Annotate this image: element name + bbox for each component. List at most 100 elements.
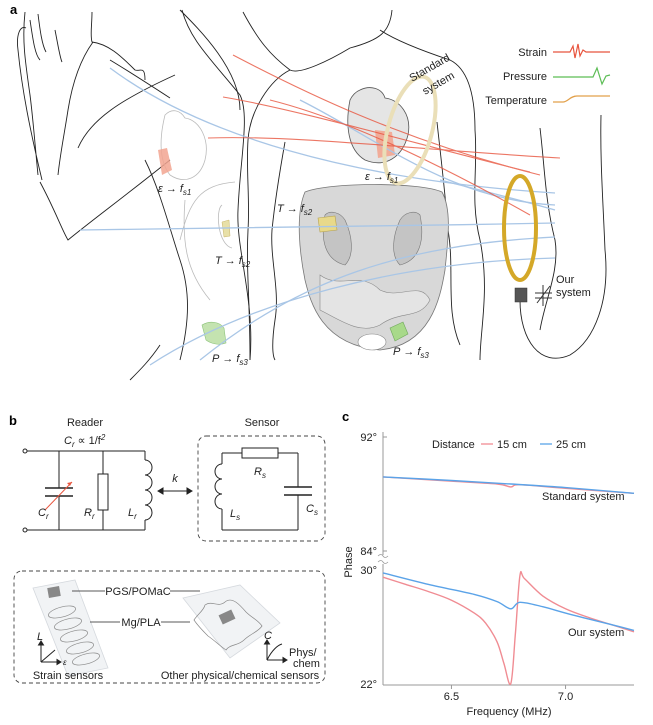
mapping-side-strain: ε→fs1 [158, 183, 191, 197]
strain-sensor-device [32, 579, 109, 677]
x-axis-label: Frequency (MHz) [467, 706, 552, 718]
svg-text:ε→fs1: ε→fs1 [158, 183, 191, 197]
series-25cm-standard-system-line [382, 476, 635, 494]
x-ticks: 6.5 7.0 [444, 685, 573, 703]
panel-letter-a: a [10, 2, 18, 17]
material-conductor-label: Mg/PLA [121, 617, 161, 629]
strain-axes-icon [37, 640, 62, 666]
svg-text:T→fs2: T→fs2 [215, 255, 251, 269]
svg-text:T→fs2: T→fs2 [277, 203, 313, 217]
other-sensors-caption: Other physical/chemical sensors [161, 670, 320, 682]
annotation-our-system: Our system [568, 627, 624, 639]
legend-label-25cm: 25 cm [556, 439, 586, 451]
front-body-outline [242, 9, 607, 361]
other-sensor-device [182, 584, 281, 659]
variable-capacitor-arrow-icon [44, 481, 73, 511]
sensor-circuit-box [197, 435, 326, 542]
other-axes-icon [263, 639, 288, 664]
annotation-standard-system: Standard system [542, 491, 625, 503]
legend-strain-label: Strain [518, 47, 547, 59]
panel-b: b Reader Sensor Cr ∝ 1/f2 Cr Rr Lr k [9, 413, 326, 684]
coupling-label: k [172, 473, 178, 485]
legend-pressure-label: Pressure [503, 71, 547, 83]
our-system-label-2: system [556, 287, 591, 299]
panel-letter-c: c [342, 409, 349, 424]
label-cr: Cr [38, 507, 49, 521]
intestines [319, 274, 431, 329]
legend-temperature-label: Temperature [485, 95, 547, 107]
other-axis-x-1: Phys/ [289, 647, 317, 659]
svg-text:ε→fs1: ε→fs1 [365, 171, 398, 185]
abdomen-pressure-sensor-icon [389, 321, 409, 342]
series-layer [382, 476, 635, 686]
label-ls: Ls [230, 508, 240, 522]
mapping-side-temperature: T→fs2 [215, 255, 251, 269]
svg-text:P→fs3: P→fs3 [212, 353, 248, 367]
side-heart-outline [160, 110, 236, 301]
material-callouts [72, 590, 200, 623]
signal-legend: Strain Pressure Temperature [485, 43, 611, 107]
panel-letter-b: b [9, 413, 17, 428]
side-body-outline [17, 9, 252, 381]
svg-text:P→fs3: P→fs3 [393, 346, 429, 360]
field-lines-red [207, 54, 561, 216]
pressure-waveform-icon [553, 66, 611, 86]
x-tick-label: 7.0 [558, 691, 573, 703]
y-tick-label-92: 92° [360, 432, 377, 444]
label-rs: Rs [254, 466, 266, 480]
reader-terminal-bottom [22, 527, 28, 533]
series-15cm-our-system-line [382, 570, 635, 686]
strain-sensors-caption: Strain sensors [33, 670, 104, 682]
mapping-heart-strain: ε→fs1 [365, 171, 398, 185]
legend-label-15cm: 15 cm [497, 439, 527, 451]
other-axis-y: C [264, 630, 272, 642]
label-lr: Lr [128, 507, 137, 521]
inductor-ls [214, 463, 223, 510]
tunable-capacitor-chip-icon [514, 287, 528, 303]
coupling-arrow-icon [157, 487, 193, 495]
mapping-side-pressure: P→fs3 [212, 353, 248, 367]
phase-frequency-chart: 92° 84° 30° 22° Phase 6.5 7.0 Frequency (… [343, 432, 635, 718]
reader-equation: Cr ∝ 1/f2 [64, 433, 106, 449]
sensor-devices-box [13, 570, 326, 684]
strain-axis-y: L [37, 631, 43, 643]
reader-circuit [22, 448, 153, 533]
y-tick-label-22: 22° [360, 679, 377, 691]
material-encapsulation-label: PGS/POMaC [105, 586, 170, 598]
y-axis-label: Phase [343, 546, 355, 577]
standard-system-coil [382, 74, 438, 186]
our-system-label-1: Our [556, 274, 575, 286]
label-cs: Cs [306, 503, 318, 517]
mapping-abdomen-pressure: P→fs3 [393, 346, 429, 360]
sensor-circuit [214, 447, 312, 531]
our-system-coil [502, 174, 538, 282]
strain-axis-x: ε [63, 658, 67, 667]
axis-break-icon [377, 554, 389, 564]
label-rr: Rr [84, 507, 95, 521]
y-tick-label-30: 30° [360, 565, 377, 577]
resistor-rr [97, 473, 109, 511]
x-tick-label: 6.5 [444, 691, 459, 703]
variable-capacitor-arrowhead-icon [67, 482, 72, 486]
reader-terminal-top [22, 448, 28, 454]
sensor-title: Sensor [245, 417, 280, 429]
inductor-lr [144, 459, 153, 521]
field-lines-blue [79, 67, 556, 366]
series-25cm-our-system-line [382, 572, 635, 632]
reader-title: Reader [67, 417, 103, 429]
legend-title: Distance [432, 439, 475, 451]
mapping-abdomen-temperature: T→fs2 [277, 203, 313, 217]
y-tick-label-84: 84° [360, 546, 377, 558]
other-axis-x-2: chem [293, 658, 320, 670]
temperature-waveform-icon [553, 95, 610, 103]
resistor-rs [241, 447, 279, 459]
abdomen-illustration [298, 184, 449, 351]
abdomen-temperature-sensor-icon [317, 215, 338, 233]
strain-waveform-icon [553, 43, 610, 59]
chart-legend: Distance 15 cm 25 cm [432, 439, 586, 451]
panel-c: c 92° 84° 30° 22° Phase 6.5 7.0 Frequency… [342, 409, 635, 718]
side-strain-sensor-icon [158, 148, 172, 175]
panel-a: a [10, 2, 611, 381]
variable-capacitor-icon [535, 285, 552, 306]
